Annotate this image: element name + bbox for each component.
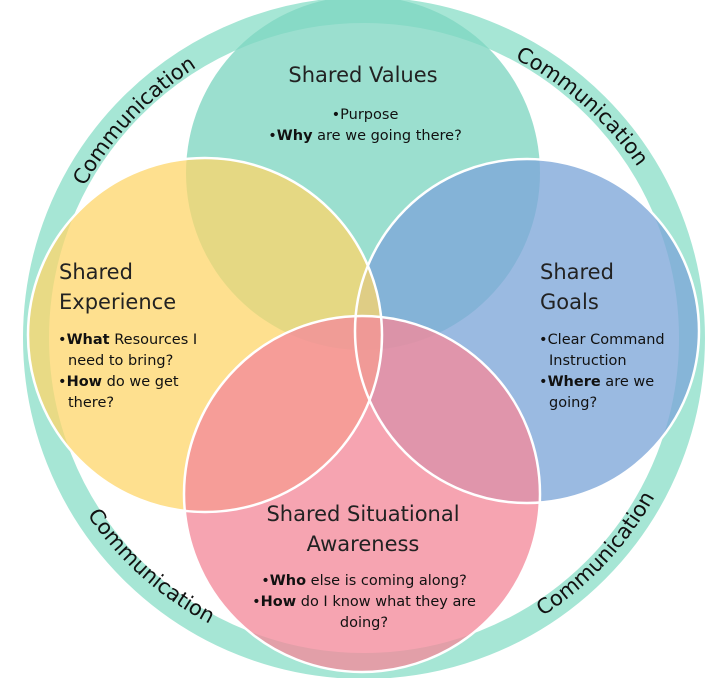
shared-values-bullet-1: •Purpose [331,107,399,123]
shared-experience-outline [26,156,384,514]
shared-situational-awareness-bullets: •Who else is coming along? •How do I kno… [242,571,486,634]
shared-situational-outline [182,314,542,674]
shared-experience-bullet-1: •What Resources I need to bring? [58,332,198,369]
shared-situational-awareness-title: Shared Situational Awareness [266,502,460,557]
shared-values-bullets: •Purpose •Why are we going there? [240,105,490,147]
shared-goals-bullet-2: •Where are we going? [539,374,655,411]
shared-goals-title: Shared Goals [540,260,614,315]
shared-situational-awareness-circle [184,316,540,672]
shared-values-title: Shared Values [288,63,438,87]
shared-goals-outline [353,157,701,505]
shared-situational-bullet-1: •Who else is coming along? [261,573,467,589]
shared-experience-bullet-2: •How do we get there? [58,374,179,411]
communication-label-bottom-right: Communication [532,487,659,620]
shared-values-bullet-2: •Why are we going there? [268,128,462,144]
shared-goals-bullets: •Clear Command Instruction •Where are we… [539,330,679,414]
shared-situational-bullet-2: •How do I know what they are doing? [252,594,476,631]
shared-goals-bullet-1: •Clear Command Instruction [539,332,665,369]
shared-experience-title: Shared Experience [59,260,177,315]
shared-experience-bullets: •What Resources I need to bring? •How do… [58,330,208,414]
